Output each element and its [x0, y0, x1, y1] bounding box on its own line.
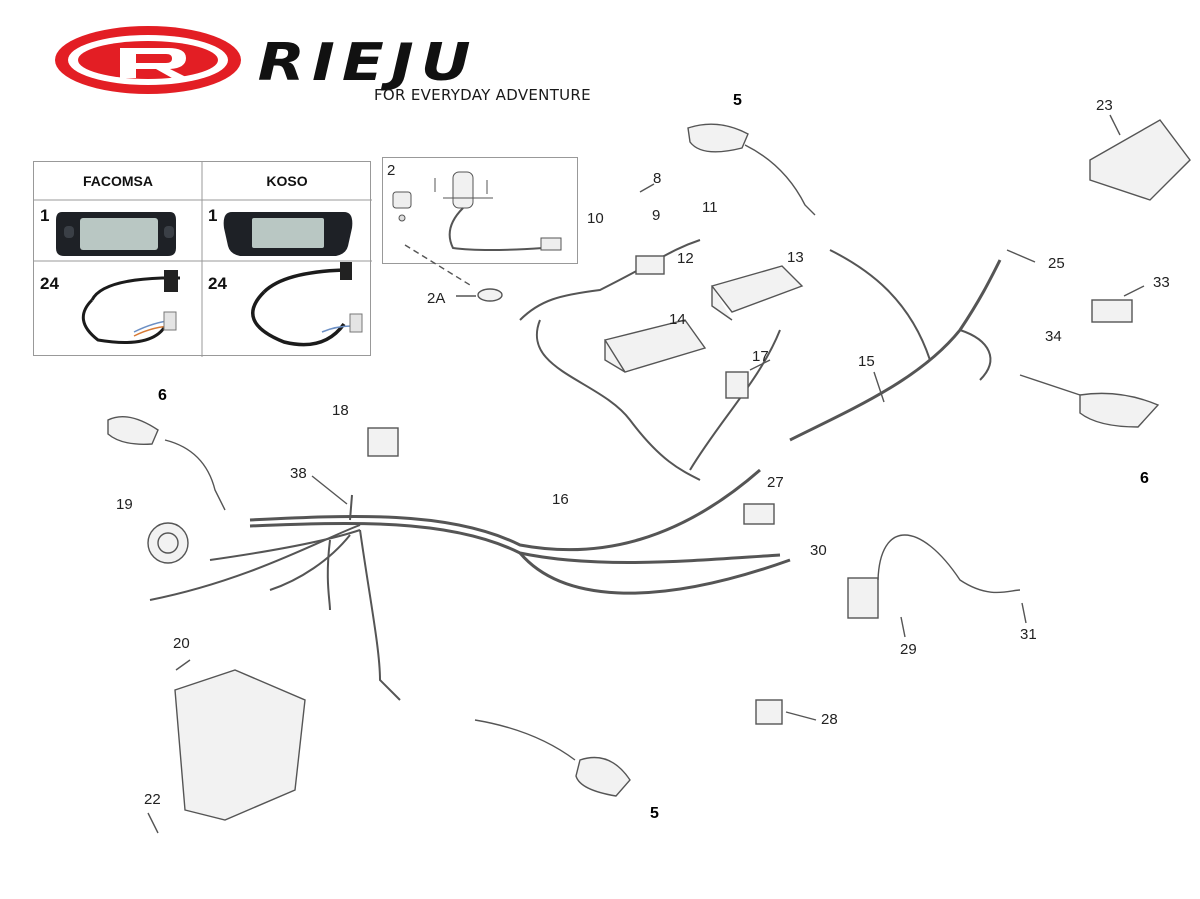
callout-6-right: 6 — [1140, 470, 1149, 487]
ignition-switch-image — [392, 171, 562, 251]
rieju-logo: RIEJU — [55, 26, 478, 94]
callout-9: 9 — [652, 207, 661, 224]
callout-8: 8 — [653, 170, 662, 187]
callout-15: 15 — [858, 353, 875, 370]
col-header-facomsa: FACOMSA — [83, 173, 153, 189]
callout-31: 31 — [1020, 626, 1037, 643]
ignition-coil-30-image — [847, 577, 879, 619]
tail-light-23-image — [1089, 119, 1191, 201]
koso-cable-image — [251, 262, 363, 347]
callout-16: 16 — [552, 491, 569, 508]
callout-10: 10 — [587, 210, 604, 227]
dashboard-inset: FACOMSA KOSO 1 1 24 24 — [33, 161, 372, 357]
indicator-6-right-image — [1019, 374, 1160, 428]
callout-17: 17 — [752, 348, 769, 365]
relay-17-image — [725, 371, 749, 399]
ignition-switch-inset: 2 — [382, 157, 578, 264]
brand-tagline: FOR EVERYDAY ADVENTURE — [374, 86, 591, 104]
capacitor-33-image — [1091, 299, 1133, 323]
indicator-5-bottom-image — [474, 719, 631, 797]
koso-dashboard-image — [223, 212, 353, 256]
facomsa-dashboard-image — [56, 212, 176, 256]
callout-20: 20 — [173, 635, 190, 652]
callout-5-top: 5 — [733, 92, 742, 109]
callout-13: 13 — [787, 249, 804, 266]
inset-part-1-facomsa: 1 — [40, 206, 50, 225]
inset-part-24-koso: 24 — [208, 274, 227, 293]
flasher-27-image — [743, 503, 775, 525]
inset-part-24-facomsa: 24 — [40, 274, 59, 293]
callout-14: 14 — [669, 311, 686, 328]
facomsa-cable-image — [81, 270, 180, 344]
callout-11: 11 — [702, 199, 718, 216]
callout-22: 22 — [144, 791, 161, 808]
callout-25: 25 — [1048, 255, 1065, 272]
inset-grid — [34, 162, 372, 357]
callout-29: 29 — [900, 641, 917, 658]
inset-part-1-koso: 1 — [208, 206, 218, 225]
callout-6-left: 6 — [158, 387, 167, 404]
callout-27: 27 — [767, 474, 784, 491]
horn-19-image — [147, 522, 189, 564]
callout-19: 19 — [116, 496, 133, 513]
callout-33: 33 — [1153, 274, 1170, 291]
callout-2: 2 — [387, 162, 396, 179]
callout-23: 23 — [1096, 97, 1113, 114]
logo-wordmark: RIEJU — [258, 32, 478, 92]
callout-30: 30 — [810, 542, 827, 559]
callout-18: 18 — [332, 402, 349, 419]
callout-2A: 2A — [427, 290, 446, 307]
callout-28: 28 — [821, 711, 838, 728]
headlight-20-image — [174, 669, 306, 821]
callout-12: 12 — [677, 250, 694, 267]
col-header-koso: KOSO — [266, 173, 308, 189]
regulator-13-image — [710, 265, 804, 321]
callout-38: 38 — [290, 465, 307, 482]
relay-18-image — [367, 427, 399, 457]
callout-34: 34 — [1045, 328, 1062, 345]
sensor-28-image — [755, 699, 783, 725]
sensor-12-image — [635, 255, 665, 275]
cdi-box-14-image — [603, 319, 707, 373]
callout-5-bottom: 5 — [650, 805, 659, 822]
